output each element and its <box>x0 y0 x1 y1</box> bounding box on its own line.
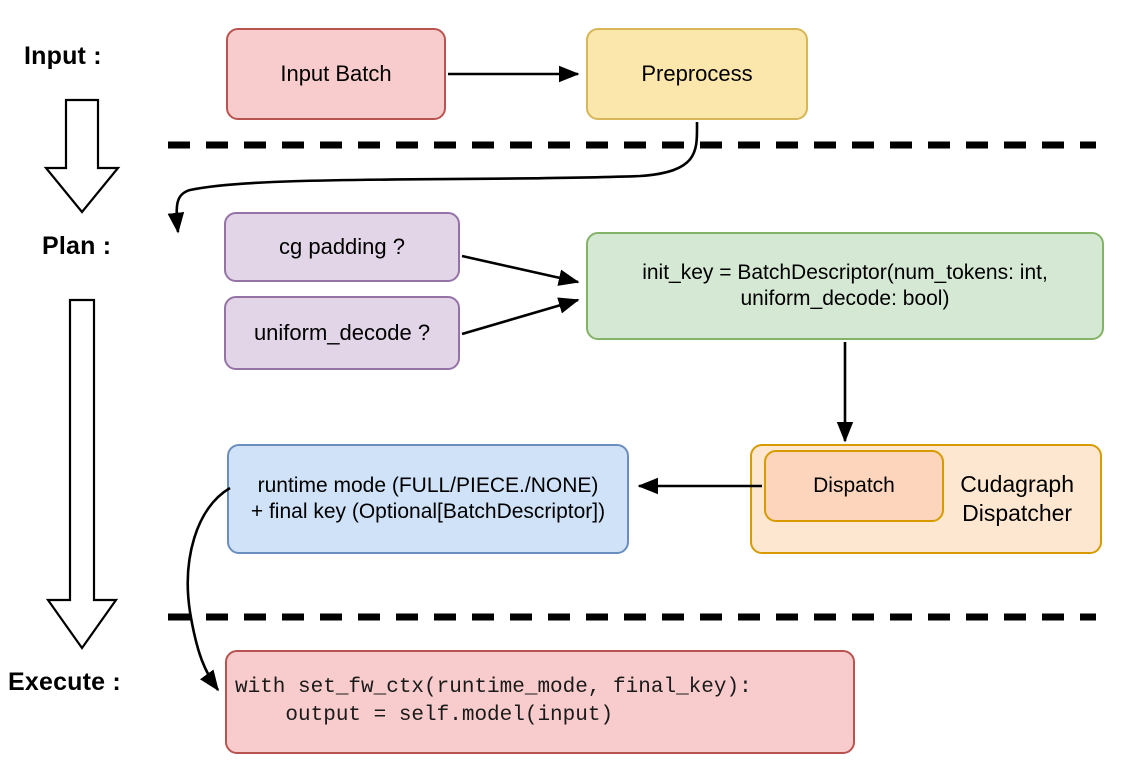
node-runtime-mode[interactable]: runtime mode (FULL/PIECE./NONE) + final … <box>227 444 629 554</box>
node-code-block-text: with set_fw_ctx(runtime_mode, final_key)… <box>235 675 752 727</box>
node-cudagraph-dispatcher-text: Cudagraph Dispatcher <box>960 470 1074 528</box>
stage-label-input: Input : <box>24 42 102 70</box>
arrow-uniform-decode-to-init-key <box>461 297 580 336</box>
node-preprocess-label: Preprocess <box>641 61 753 87</box>
node-init-key-line2: uniform_decode: bool) <box>740 287 950 310</box>
node-cg-padding-label: cg padding ? <box>279 234 405 260</box>
arrow-cg-padding-to-init-key <box>461 254 580 286</box>
stage-label-execute: Execute : <box>8 668 121 696</box>
stage-label-plan: Plan : <box>42 232 112 260</box>
node-init-key-text: init_key = BatchDescriptor(num_tokens: i… <box>642 260 1048 313</box>
node-init-key-line1: init_key = BatchDescriptor(num_tokens: i… <box>642 260 1048 284</box>
node-code-block[interactable]: with set_fw_ctx(runtime_mode, final_key)… <box>225 650 855 754</box>
node-init-key[interactable]: init_key = BatchDescriptor(num_tokens: i… <box>586 232 1104 340</box>
node-input-batch[interactable]: Input Batch <box>226 28 446 120</box>
node-dispatch[interactable]: Dispatch <box>764 450 944 522</box>
node-cg-padding[interactable]: cg padding ? <box>224 212 460 282</box>
input-to-plan-arrow <box>43 98 121 214</box>
node-uniform-decode[interactable]: uniform_decode ? <box>224 296 460 370</box>
node-runtime-mode-line2: + final key (Optional[BatchDescriptor]) <box>250 500 606 523</box>
node-cudagraph-dispatcher-line1: Cudagraph <box>960 471 1074 498</box>
node-cudagraph-dispatcher-line2: Dispatcher <box>962 500 1073 526</box>
node-input-batch-label: Input Batch <box>280 61 392 87</box>
node-uniform-decode-label: uniform_decode ? <box>253 320 431 346</box>
plan-to-execute-arrow <box>45 298 119 650</box>
node-runtime-mode-line1: runtime mode (FULL/PIECE./NONE) <box>257 473 599 497</box>
arrow-runtime-mode-to-code-block <box>186 486 231 692</box>
node-dispatch-label: Dispatch <box>813 473 895 497</box>
node-preprocess[interactable]: Preprocess <box>586 28 808 120</box>
